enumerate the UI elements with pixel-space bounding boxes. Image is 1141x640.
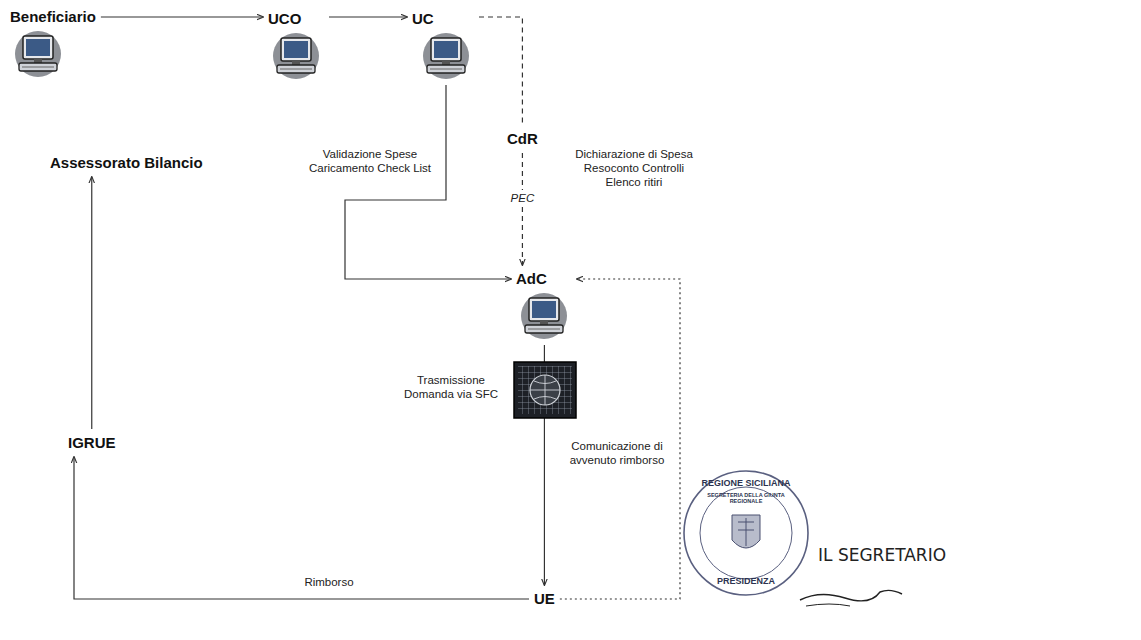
computer-icon: [418, 30, 474, 80]
flow-arrow: [345, 85, 511, 279]
stamp-text: PRESIDENZA: [706, 576, 786, 586]
edge-label: PEC: [509, 190, 537, 206]
official-stamp: [684, 471, 808, 595]
edge-label: Trasmissione Domanda via SFC: [393, 372, 509, 402]
actor-node: UCO: [266, 8, 326, 82]
flow-arrow: [101, 16, 263, 17]
sfc-screen: [514, 362, 576, 418]
edge-label: Validazione Spese Caricamento Check List: [298, 146, 442, 176]
node-label: Assessorato Bilancio: [50, 154, 203, 172]
node-label: IGRUE: [68, 434, 116, 452]
flow-arrow: [74, 457, 529, 599]
flow-arrow: [91, 177, 92, 429]
signature-title: IL SEGRETARIO: [818, 546, 998, 566]
actor-node: UC: [410, 8, 476, 82]
flow-arrow: [479, 17, 522, 125]
signature: [800, 590, 902, 606]
actor-node: CdR: [505, 128, 540, 150]
actor-node: Assessorato Bilancio: [48, 152, 205, 174]
computer-icon: [516, 290, 572, 340]
edge-label: Rimborso: [282, 574, 376, 590]
node-label: UC: [412, 10, 434, 28]
actor-node: UE: [532, 588, 557, 610]
computer-icon: [268, 30, 324, 80]
actor-node: AdC: [514, 268, 574, 342]
flow-arrow: [329, 16, 407, 17]
stamp-text: REGIONE SICILIANA: [696, 478, 796, 488]
node-label: UCO: [268, 10, 301, 28]
node-label: Beneficiario: [10, 8, 96, 26]
node-label: AdC: [516, 270, 547, 288]
actor-node: Beneficiario: [8, 6, 98, 80]
node-label: CdR: [507, 130, 538, 148]
edge-label: Comunicazione di avvenuto rimborso: [558, 438, 676, 468]
actor-node: IGRUE: [66, 432, 118, 454]
computer-icon: [10, 28, 66, 78]
document-list: Dichiarazione di Spesa Resoconto Control…: [566, 146, 702, 190]
stamp-text: SEGRETERIA DELLA GIUNTA REGIONALE: [706, 492, 786, 505]
node-label: UE: [534, 590, 555, 608]
flow-arrow: [522, 153, 523, 265]
